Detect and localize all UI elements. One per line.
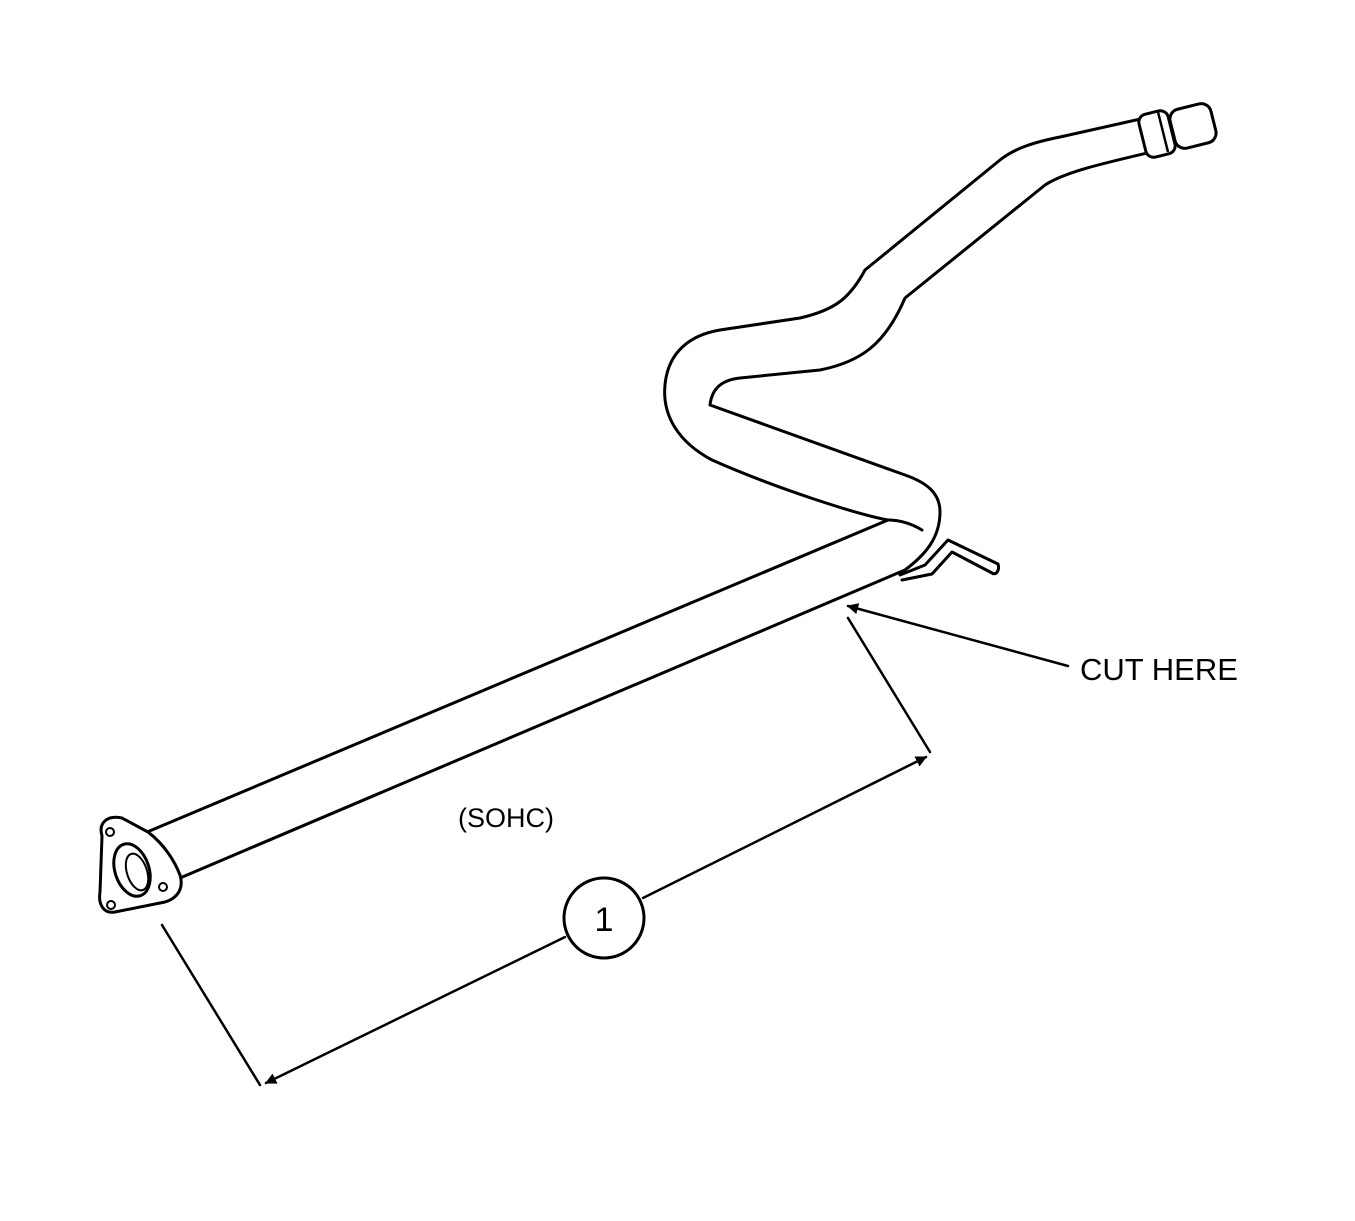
dimension-extension-left bbox=[160, 923, 262, 1087]
inlet-flange bbox=[98, 815, 183, 914]
pipe-upper-outline bbox=[138, 116, 1147, 837]
exhaust-pipe bbox=[98, 102, 1218, 914]
outlet-coupling bbox=[1137, 102, 1218, 159]
hanger-bracket bbox=[898, 538, 1000, 582]
cut-here-label: CUT HERE bbox=[1080, 652, 1238, 687]
pipe-lower-outline bbox=[178, 148, 1162, 880]
callout-number: 1 bbox=[595, 901, 614, 939]
callout-circle bbox=[562, 876, 646, 960]
sohc-label: (SOHC) bbox=[458, 803, 554, 833]
pipe-bend-detail bbox=[886, 518, 924, 532]
callout-1: 1 bbox=[562, 876, 646, 960]
cut-here-arrow bbox=[846, 603, 1070, 668]
dimension-extension-right bbox=[846, 616, 932, 754]
dimension-arrow-left bbox=[264, 935, 567, 1085]
dimension-arrow-right bbox=[641, 755, 928, 900]
